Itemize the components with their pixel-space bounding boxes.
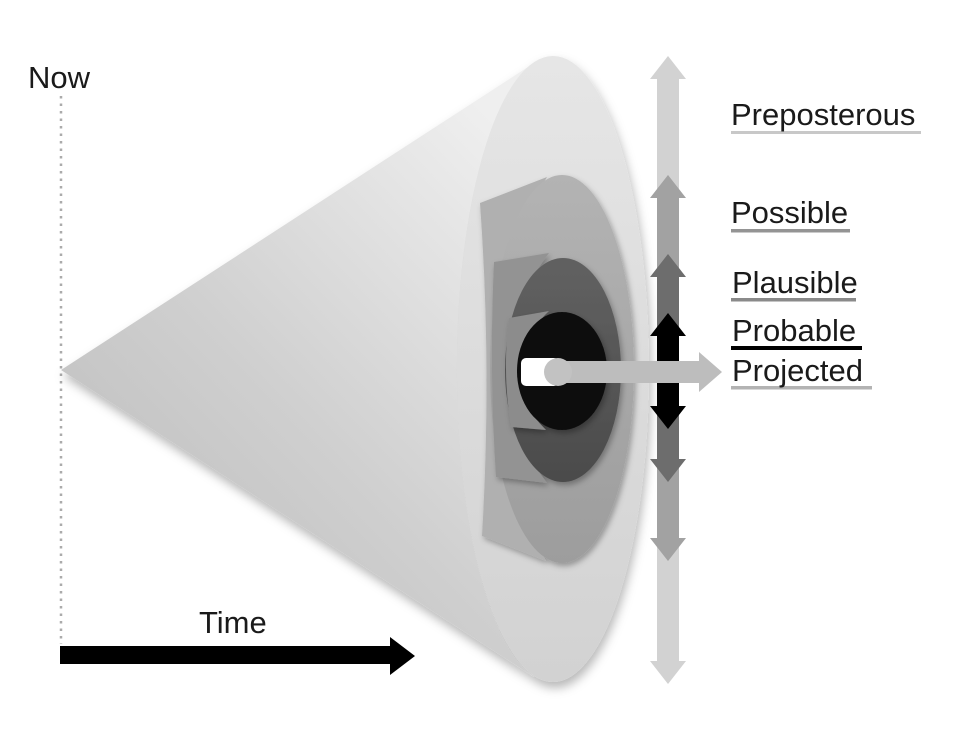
probable-underline [731, 346, 862, 350]
time-arrow [60, 637, 415, 675]
probable-cone-wall [505, 311, 549, 430]
projected-arrow [557, 352, 722, 392]
plausible-cone-wall [491, 253, 549, 483]
plausible-label: Plausible [732, 265, 858, 300]
time-label: Time [199, 605, 267, 640]
projection-hub [544, 358, 572, 386]
preposterous-underline [731, 131, 921, 134]
preposterous-label: Preposterous [731, 97, 916, 132]
cone-body [61, 63, 534, 677]
projected-underline [731, 386, 872, 390]
plausible-underline [731, 298, 856, 302]
projected-label: Projected [732, 353, 863, 388]
possible-label: Possible [731, 195, 849, 230]
now-label: Now [28, 60, 91, 95]
possible-underline [731, 229, 850, 233]
probable-label: Probable [732, 313, 857, 348]
